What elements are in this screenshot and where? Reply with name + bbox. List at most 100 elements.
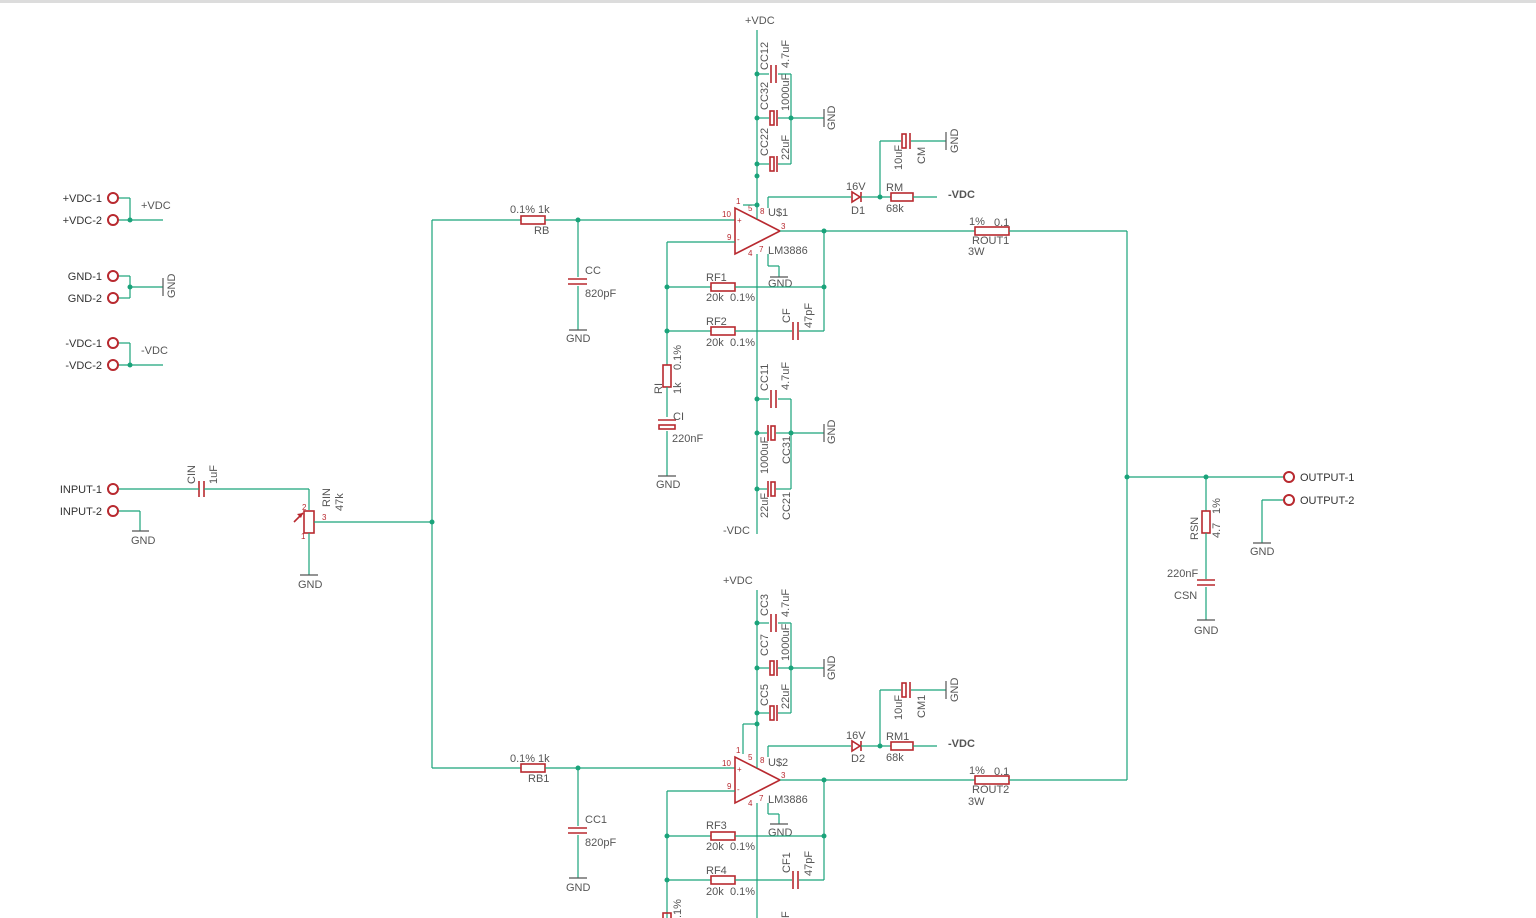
rf1-name: RF1 <box>706 272 727 284</box>
u2-pin8: 8 <box>760 756 765 765</box>
top-edge <box>0 0 1536 3</box>
cc32-value: 1000uF <box>780 73 792 111</box>
rm-name: RM <box>886 182 903 194</box>
csn-name: CSN <box>1174 590 1197 602</box>
rf3-body <box>710 831 736 841</box>
cc32-name: CC32 <box>759 82 771 110</box>
in2-label: INPUT-2 <box>60 506 102 518</box>
u1-opamp <box>734 206 782 256</box>
cin-value: 1uF <box>208 465 220 484</box>
gnd-csn-label: GND <box>1194 625 1219 637</box>
rf1-tol: 0.1% <box>730 292 755 304</box>
rout2-name: ROUT2 <box>972 784 1009 796</box>
cc3-value: 4.7uF <box>780 589 792 617</box>
out1-pad[interactable] <box>1283 471 1295 483</box>
rf2-tol: 0.1% <box>730 337 755 349</box>
u1-plus: + <box>737 216 742 225</box>
rout2-tol: 1% <box>969 765 985 777</box>
rout2-power: 3W <box>968 796 985 808</box>
rout2-value: 0.1 <box>994 766 1009 778</box>
rm1-value: 68k <box>886 752 904 764</box>
cc1-value: 820pF <box>585 837 616 849</box>
rb1-name: RB1 <box>528 773 549 785</box>
cc12-name: CC12 <box>759 42 771 70</box>
cc31-name: CC31 <box>781 436 793 464</box>
nvdc2-pad[interactable] <box>107 359 119 371</box>
cc11-name: CC11 <box>759 364 771 391</box>
u1-pin10: 10 <box>722 210 731 219</box>
ci-value: 220nF <box>672 433 703 445</box>
rsn-body <box>1201 510 1211 534</box>
cc21-value: 22uF <box>759 493 771 518</box>
gnd-cc1-label: GND <box>566 882 591 894</box>
ri-tol: 0.1% <box>672 345 684 370</box>
ci-name: CI <box>673 411 684 423</box>
in2-pad[interactable] <box>107 505 119 517</box>
gnd-u1-label: GND <box>768 278 793 290</box>
d2-name: D2 <box>851 753 865 765</box>
rsn-name: RSN <box>1189 517 1201 540</box>
out2-pad[interactable] <box>1283 494 1295 506</box>
rf2-value: 20k <box>706 337 724 349</box>
rb1-tol: 0.1% <box>510 753 535 765</box>
rout1-tol: 1% <box>969 216 985 228</box>
pvdc1-pad[interactable] <box>107 192 119 204</box>
u2-name: U$2 <box>768 757 788 769</box>
gnd-u2-label: GND <box>768 827 793 839</box>
u1-pin1: 1 <box>736 197 741 206</box>
out1-label: OUTPUT-1 <box>1300 472 1354 484</box>
rf3-name: RF3 <box>706 820 727 832</box>
rm-value: 68k <box>886 203 904 215</box>
gnd-cm-label: GND <box>949 129 961 154</box>
in1-pad[interactable] <box>107 483 119 495</box>
cin-name: CIN <box>186 465 198 484</box>
out2-label: OUTPUT-2 <box>1300 495 1354 507</box>
nvdc1-label: -VDC-1 <box>65 338 102 350</box>
amp1-section: 0.1% 1k RB CC 820pF GND + - 10 9 1 5 8 3… <box>432 15 1127 537</box>
gnd1-pad[interactable] <box>107 270 119 282</box>
cf-name: CF <box>781 308 793 323</box>
gnd-cc7-label: GND <box>826 656 838 681</box>
rm1-name: RM1 <box>886 731 909 743</box>
rf4-tol: 0.1% <box>730 886 755 898</box>
cc5-name: CC5 <box>759 684 771 706</box>
cc12-value: 4.7uF <box>780 40 792 68</box>
ri2-partial-tol: .1% <box>672 899 684 918</box>
gnd-conn-symbol-label: GND <box>166 274 178 299</box>
pvdc1-label: +VDC-1 <box>63 193 102 205</box>
pvdc2-label: +VDC-2 <box>63 215 102 227</box>
amp2-section: 0.1% 1k RB1 CC1 820pF GND + - 10 9 1 5 8… <box>432 575 1127 918</box>
cut-f-label: F <box>780 911 792 918</box>
rf1-body <box>710 282 736 292</box>
rin-pin1: 1 <box>301 532 306 541</box>
rf2-name: RF2 <box>706 316 727 328</box>
gnd2-pad[interactable] <box>107 292 119 304</box>
pvdc2-pad[interactable] <box>107 214 119 226</box>
cc7-name: CC7 <box>759 634 771 656</box>
cm1-value: 10uF <box>893 695 905 720</box>
u1-minus: - <box>737 235 740 244</box>
cm1-name: CM1 <box>916 695 928 718</box>
nvdc-net-label: -VDC <box>141 345 168 357</box>
cc1-name: CC1 <box>585 814 607 826</box>
cf1-name: CF1 <box>781 852 793 873</box>
nvdc1-pad[interactable] <box>107 337 119 349</box>
rf3-value: 20k <box>706 841 724 853</box>
cc31-value: 1000uF <box>759 436 771 474</box>
rsn-value: 4.7 <box>1211 523 1223 538</box>
rb1-body <box>520 763 546 773</box>
rin-pin2: 2 <box>302 503 307 512</box>
cf1-value: 47pF <box>803 851 815 876</box>
nvdc-rail1-label: -VDC <box>723 525 750 537</box>
u2-pin4: 4 <box>748 799 753 808</box>
rb-body <box>520 215 546 225</box>
nvdc-m1-label: -VDC <box>948 189 975 201</box>
u1-pin9: 9 <box>727 233 732 242</box>
rf4-value: 20k <box>706 886 724 898</box>
gnd2-label: GND-2 <box>68 293 102 305</box>
nvdc2-label: -VDC-2 <box>65 360 102 372</box>
u1-value: LM3886 <box>768 245 808 257</box>
cc5-value: 22uF <box>780 684 792 709</box>
rm1-body <box>890 741 914 751</box>
gnd-cc32-label: GND <box>826 106 838 131</box>
